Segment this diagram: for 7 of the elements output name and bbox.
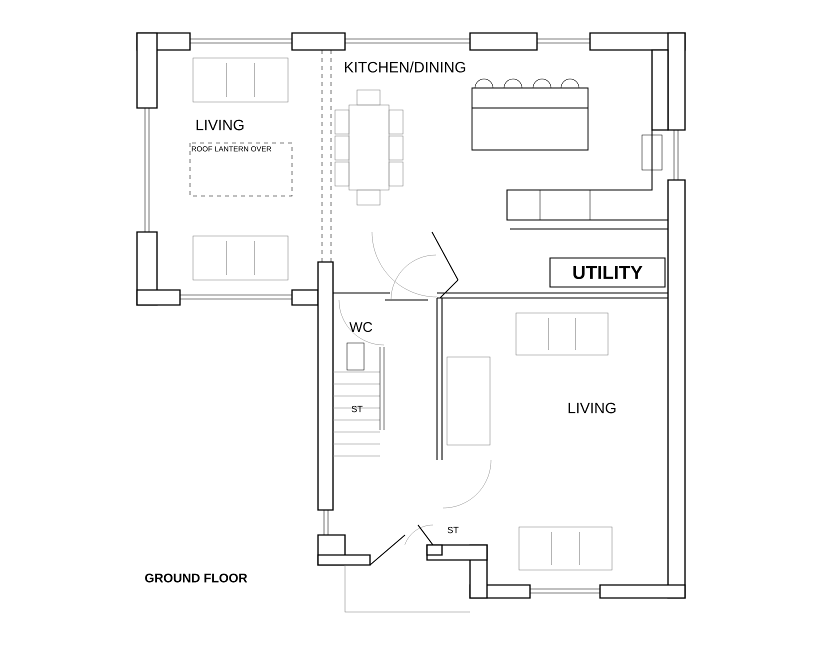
plan-title: GROUND FLOOR bbox=[145, 574, 248, 582]
room-label: ST bbox=[352, 406, 363, 412]
room-label: ST bbox=[448, 526, 459, 534]
room-name-box: UTILITY bbox=[549, 257, 666, 288]
room-label: WC bbox=[349, 322, 372, 332]
room-label: LIVING bbox=[568, 402, 616, 414]
room-label: KITCHEN/DINING bbox=[345, 62, 466, 72]
